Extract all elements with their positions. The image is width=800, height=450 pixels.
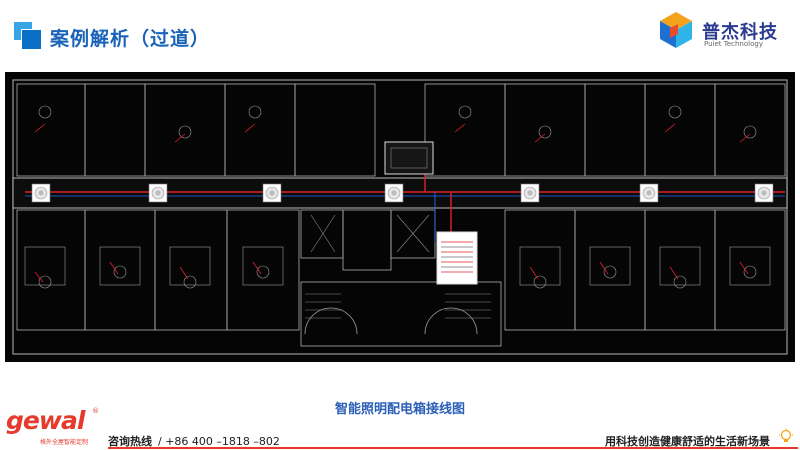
logo-subtitle: 格外全屋智能定制 xyxy=(40,439,89,446)
hotline: 咨询热线 / +86 400 –1818 –802 xyxy=(108,433,280,449)
brand-subtitle: Puiet Technology xyxy=(704,40,763,48)
lightbulb-icon xyxy=(779,428,793,442)
floor-plan-drawing xyxy=(5,72,795,362)
footer-divider xyxy=(108,447,798,449)
plan-caption: 智能照明配电箱接线图 xyxy=(334,402,465,417)
slogan: 用科技创造健康舒适的生活新场景 xyxy=(605,435,770,448)
ceiling-sensor-icon xyxy=(31,183,774,203)
registered-icon: ® xyxy=(92,407,99,415)
hotline-number: / +86 400 –1818 –802 xyxy=(158,435,280,448)
cube-logo-icon xyxy=(660,12,692,48)
brand-logo: 普杰科技 Puiet Technology xyxy=(656,8,786,52)
gewal-logo: gewal xyxy=(6,406,85,435)
title-square-icon xyxy=(14,22,42,50)
slide-header: 案例解析（过道） 普杰科技 Puiet Technology xyxy=(0,0,800,62)
hotline-label: 咨询热线 xyxy=(108,435,152,448)
page-title: 案例解析（过道） xyxy=(50,28,211,50)
brand-name: 普杰科技 xyxy=(702,22,778,43)
